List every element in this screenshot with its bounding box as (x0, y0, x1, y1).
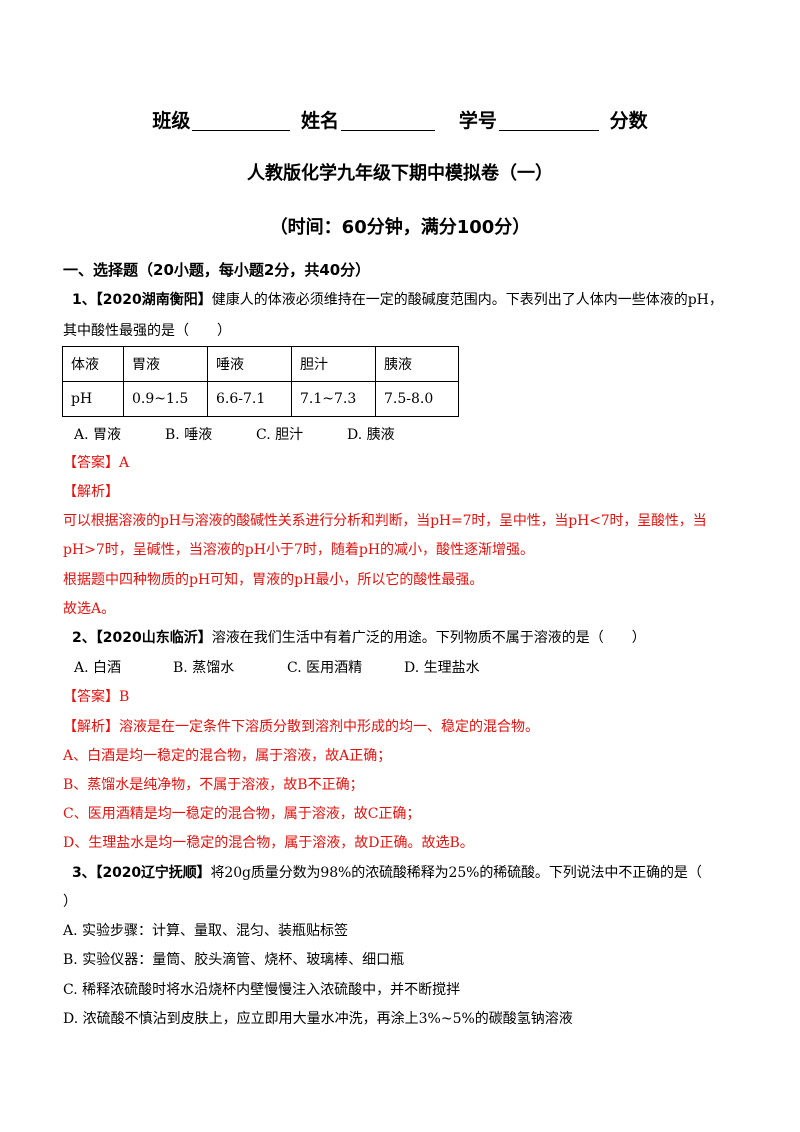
q2-option-a[interactable]: A. 白酒 (74, 660, 122, 676)
q3-option-c[interactable]: C. 稀释浓硫酸时将水沿烧杯内壁慢慢注入浓硫酸中，并不断搅拌 (63, 982, 461, 998)
q3-stem: 将20g质量分数为98%的浓硫酸稀释为25%的稀硫酸。下列说法中不正确的是（ (210, 865, 702, 881)
q3-number: 3、 (72, 865, 96, 881)
exam-subtitle: （时间：60分钟，满分100分） (269, 217, 531, 238)
class-label: 班级 (152, 110, 191, 132)
table-cell: 7.5-8.0 (375, 381, 459, 417)
q2-analysis-line: 【解析】溶液是在一定条件下溶质分散到溶剂中形成的均一、稳定的混合物。 (63, 719, 539, 735)
table-row: 体液 胃液 唾液 胆汁 胰液 (62, 346, 459, 382)
table-cell: 体液 (62, 346, 124, 382)
q1-option-b[interactable]: B. 唾液 (165, 427, 213, 443)
name-blank[interactable] (341, 111, 436, 131)
q2-analysis-line: B、蒸馏水是纯净物，不属于溶液，故B不正确； (63, 777, 364, 793)
table-cell: pH (62, 381, 124, 417)
table-cell: 胰液 (375, 346, 459, 382)
q1-source-tag: 【2020湖南衡阳】 (95, 292, 212, 308)
q2-analysis-line: A、白酒是均一稳定的混合物，属于溶液，故A正确； (63, 748, 392, 764)
q2-option-b[interactable]: B. 蒸馏水 (173, 660, 235, 676)
q2-line1: 2、【2020山东临沂】溶液在我们生活中有着广泛的用途。下列物质不属于溶液的是（… (72, 627, 646, 647)
exam-title: 人教版化学九年级下期中模拟卷（一） (247, 163, 553, 184)
q2-analysis-line: C、医用酒精是均一稳定的混合物，属于溶液，故C正确； (63, 806, 421, 822)
score-label: 分数 (609, 110, 648, 132)
table-cell: 胆汁 (291, 346, 376, 382)
q3-option-d[interactable]: D. 浓硫酸不慎沾到皮肤上，应立即用大量水冲洗，再涂上3%~5%的碳酸氢钠溶液 (63, 1011, 573, 1027)
q3-source-tag: 【2020辽宁抚顺】 (95, 865, 211, 881)
q3-line2: ） (63, 894, 77, 910)
student-id-blank[interactable] (498, 111, 599, 131)
q1-analysis-line: 故选A。 (63, 601, 116, 617)
q1-analysis-label: 【解析】 (63, 484, 119, 500)
q1-analysis-line: pH>7时，呈碱性，当溶液的pH小于7时，随着pH的减小，酸性逐渐增强。 (63, 542, 535, 558)
q2-analysis-line: D、生理盐水是均一稳定的混合物，属于溶液，故D正确。故选B。 (63, 835, 474, 851)
student-id-label: 学号 (458, 110, 497, 132)
section-heading: 一、选择题（20小题，每小题2分，共40分） (63, 261, 371, 279)
q2-answer: 【答案】B (63, 689, 130, 705)
class-blank[interactable] (192, 111, 291, 131)
table-cell: 唾液 (207, 346, 292, 382)
q1-option-a[interactable]: A. 胃液 (74, 427, 122, 443)
q1-option-d[interactable]: D. 胰液 (347, 427, 395, 443)
q3-option-a[interactable]: A. 实验步骤：计算、量取、混匀、装瓶贴标签 (63, 923, 349, 939)
q1-answer: 【答案】A (63, 455, 130, 471)
student-info-line: 班级 姓名 学号 分数 (0, 106, 800, 133)
q1-option-c[interactable]: C. 胆汁 (256, 427, 304, 443)
q3-line1: 3、【2020辽宁抚顺】将20g质量分数为98%的浓硫酸稀释为25%的稀硫酸。下… (72, 862, 702, 882)
q1-analysis-line: 可以根据溶液的pH与溶液的酸碱性关系进行分析和判断，当pH=7时，呈中性，当pH… (63, 513, 707, 529)
q3-option-b[interactable]: B. 实验仪器：量筒、胶头滴管、烧杯、玻璃棒、细口瓶 (63, 952, 405, 968)
q1-stem: 健康人的体液必须维持在一定的酸碱度范围内。下表列出了人体内一些体液的pH， (211, 292, 723, 308)
q2-source-tag: 【2020山东临沂】 (95, 630, 212, 646)
table-cell: 6.6-7.1 (207, 381, 292, 417)
q2-option-d[interactable]: D. 生理盐水 (404, 660, 480, 676)
ph-table: 体液 胃液 唾液 胆汁 胰液 pH 0.9~1.5 6.6-7.1 7.1~7.… (62, 346, 459, 417)
name-label: 姓名 (301, 110, 340, 132)
q2-option-c[interactable]: C. 医用酒精 (287, 660, 363, 676)
table-cell: 0.9~1.5 (123, 381, 208, 417)
table-cell: 7.1~7.3 (291, 381, 376, 417)
q1-number: 1、 (72, 292, 96, 308)
q1-line1: 1、【2020湖南衡阳】健康人的体液必须维持在一定的酸碱度范围内。下表列出了人体… (72, 289, 723, 309)
q1-line2: 其中酸性最强的是（ ） (63, 323, 231, 339)
table-cell: 胃液 (123, 346, 208, 382)
q2-number: 2、 (72, 630, 96, 646)
table-row: pH 0.9~1.5 6.6-7.1 7.1~7.3 7.5-8.0 (62, 381, 459, 417)
q2-stem: 溶液在我们生活中有着广泛的用途。下列物质不属于溶液的是（ ） (211, 630, 646, 646)
q1-analysis-line: 根据题中四种物质的pH可知，胃液的pH最小，所以它的酸性最强。 (63, 572, 484, 588)
